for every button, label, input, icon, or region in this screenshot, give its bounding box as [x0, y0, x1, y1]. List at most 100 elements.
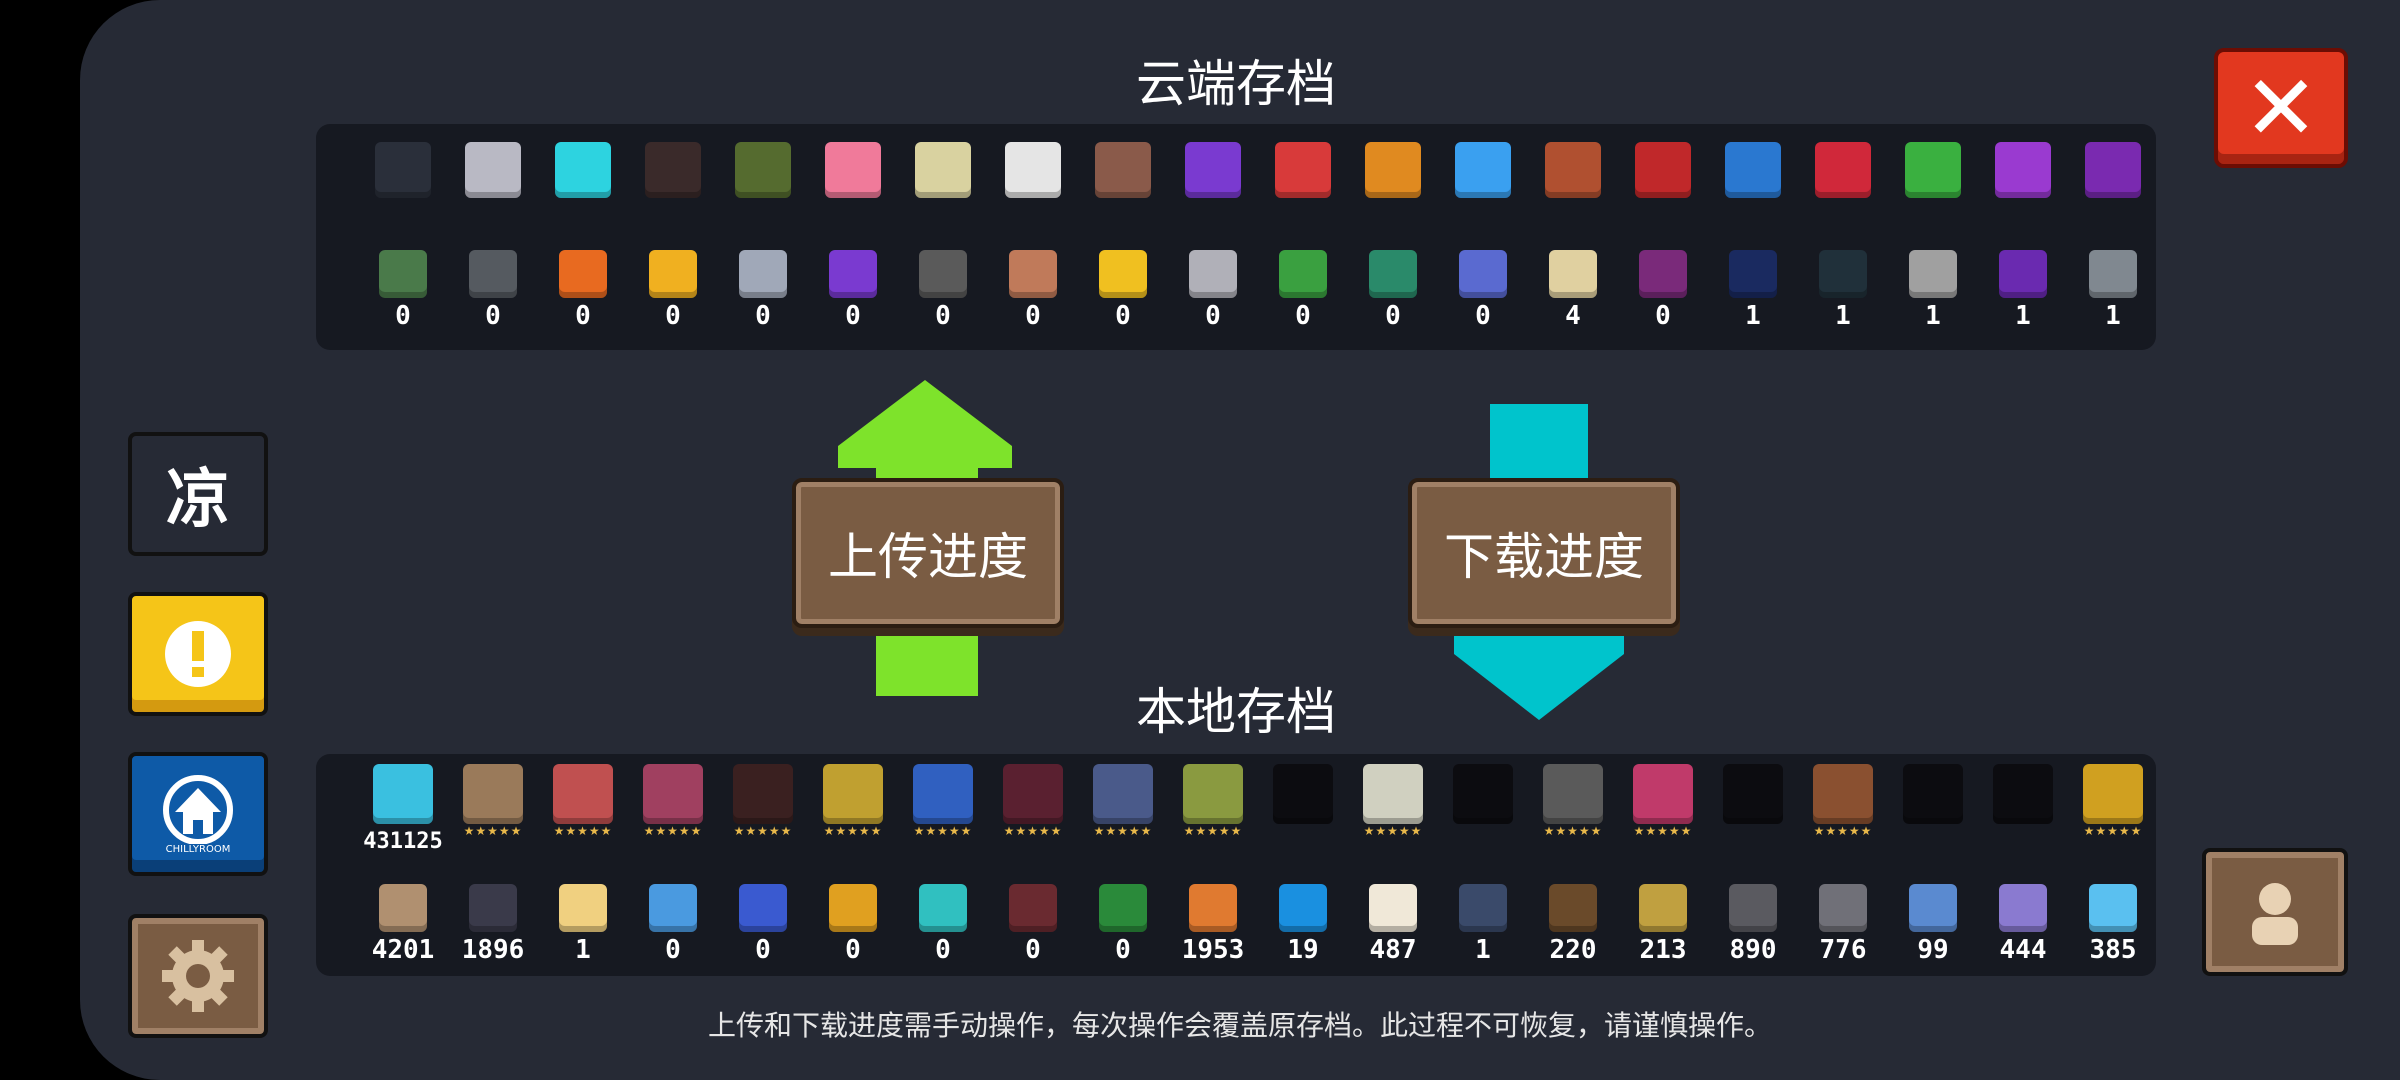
save-item-slot: 0 — [1260, 250, 1346, 330]
save-item-slot: ★★★★★ — [1620, 764, 1706, 842]
puzzle-icon — [649, 250, 697, 298]
save-item-slot: 213 — [1620, 884, 1706, 964]
close-icon: ✕ — [2243, 55, 2319, 161]
save-item-slot: 220 — [1530, 884, 1616, 964]
save-item-slot — [1260, 142, 1346, 198]
item-count: 487 — [1369, 935, 1417, 965]
save-item-slot — [450, 142, 536, 198]
meat-icon — [1189, 884, 1237, 932]
item-count: 0 — [755, 301, 771, 331]
robot-icon — [919, 250, 967, 298]
moon-icon — [1099, 250, 1147, 298]
save-item-slot: ★★★★★ — [990, 764, 1076, 842]
rogue-icon — [553, 764, 613, 824]
save-item-slot: ★★★★★ — [1800, 764, 1886, 842]
battery-icon — [469, 884, 517, 932]
locked-hero-icon — [1723, 764, 1783, 824]
download-progress-button[interactable]: 下载进度 — [1408, 478, 1680, 628]
item-count: 0 — [1025, 935, 1041, 965]
item-count: 0 — [665, 935, 681, 965]
engineer-icon — [823, 764, 883, 824]
green-card-icon — [1905, 142, 1961, 198]
save-item-slot: 444 — [1980, 884, 2066, 964]
turret-icon — [379, 250, 427, 298]
save-item-slot — [540, 142, 626, 198]
fox-icon — [735, 142, 791, 198]
item-count: 0 — [395, 301, 411, 331]
save-item-slot: 0 — [720, 884, 806, 964]
bat-wing-icon — [1009, 884, 1057, 932]
chillyroom-account-button[interactable]: 凉 — [128, 432, 268, 556]
save-item-slot — [1710, 764, 1796, 828]
save-item-slot: 1953 — [1170, 884, 1256, 964]
settings-button[interactable] — [128, 914, 268, 1038]
item-count: 4201 — [371, 935, 435, 965]
save-item-slot: 0 — [630, 884, 716, 964]
item-count: 1 — [2015, 301, 2031, 331]
item-count: 0 — [575, 301, 591, 331]
ghost-cat-icon — [555, 142, 611, 198]
hero-stars: ★★★★★ — [1363, 824, 1423, 838]
save-item-slot — [2070, 142, 2156, 198]
save-item-slot — [630, 142, 716, 198]
tablet-icon — [1639, 250, 1687, 298]
cloth-icon — [1909, 884, 1957, 932]
hero-stars: ★★★★★ — [553, 824, 613, 838]
person-icon — [2252, 883, 2298, 945]
purple-dragon-icon — [1185, 142, 1241, 198]
save-item-slot — [810, 142, 896, 198]
save-item-slot: ★★★★★ — [1530, 764, 1616, 842]
save-item-slot: 0 — [990, 250, 1076, 330]
item-count: 444 — [1999, 935, 2047, 965]
item-count: 0 — [485, 301, 501, 331]
save-item-slot — [1710, 142, 1796, 198]
save-item-slot — [1260, 764, 1346, 828]
notice-button[interactable] — [128, 592, 268, 716]
save-item-slot: ★★★★★ — [720, 764, 806, 842]
save-item-slot: 1 — [540, 884, 626, 964]
save-item-slot: 1 — [1890, 250, 1976, 330]
knight-icon — [463, 764, 523, 824]
potion-icon — [739, 884, 787, 932]
red-card-icon — [1635, 142, 1691, 198]
item-count: 1 — [575, 935, 591, 965]
profile-button[interactable] — [2202, 848, 2348, 976]
save-item-slot: 0 — [360, 250, 446, 330]
witch-icon — [643, 764, 703, 824]
map-tile-silver-icon — [2089, 250, 2137, 298]
crystal-plant-icon — [829, 250, 877, 298]
upload-progress-button[interactable]: 上传进度 — [792, 478, 1064, 628]
item-count: 0 — [935, 935, 951, 965]
close-button[interactable]: ✕ — [2214, 48, 2348, 168]
vampire-icon — [1003, 764, 1063, 824]
item-count: 4 — [1565, 301, 1581, 331]
feather-icon — [1639, 884, 1687, 932]
locked-hero-icon — [1273, 764, 1333, 824]
cloud-save-title: 云端存档 — [1136, 55, 1336, 113]
hero-stars: ★★★★★ — [1543, 824, 1603, 838]
trident-icon — [739, 250, 787, 298]
assassin-icon — [733, 764, 793, 824]
save-item-slot: 487 — [1350, 884, 1436, 964]
hero-stars: ★★★★★ — [2083, 824, 2143, 838]
berserker-icon — [1633, 764, 1693, 824]
save-item-slot: 0 — [900, 884, 986, 964]
save-item-slot: 4 — [1530, 250, 1616, 330]
chillyroom-home-button[interactable]: CHILLYROOM — [128, 752, 268, 876]
item-count: 0 — [935, 301, 951, 331]
violet-card-icon — [2085, 142, 2141, 198]
save-item-slot: ★★★★★ — [2070, 764, 2156, 842]
pig-icon — [825, 142, 881, 198]
hero-stars: ★★★★★ — [1003, 824, 1063, 838]
locked-hero-icon — [1993, 764, 2053, 824]
shard-purple-icon — [1999, 884, 2047, 932]
save-item-slot: 776 — [1800, 884, 1886, 964]
item-count: 0 — [1205, 301, 1221, 331]
save-item-slot — [1980, 142, 2066, 198]
item-count: 0 — [1655, 301, 1671, 331]
local-save-strip: 431125★★★★★★★★★★★★★★★★★★★★★★★★★★★★★★★★★★… — [316, 754, 2156, 976]
locked-hero-icon — [1903, 764, 1963, 824]
dog-icon — [645, 142, 701, 198]
save-item-slot: 1 — [1440, 884, 1526, 964]
officer-icon — [1813, 764, 1873, 824]
